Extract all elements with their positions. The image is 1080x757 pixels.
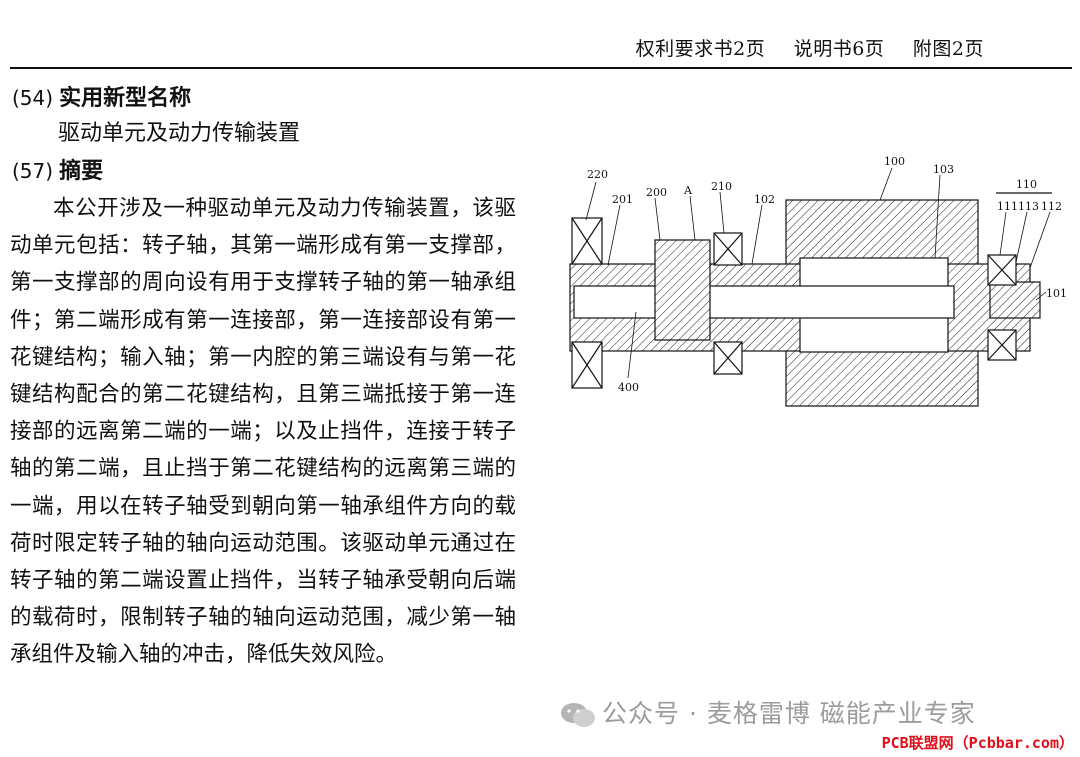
label-400: 400 [618, 381, 639, 394]
page-count-header: 权利要求书2页 说明书6页 附图2页 [614, 34, 984, 61]
abstract-text: 本公开涉及一种驱动单元及动力传输装置，该驱动单元包括：转子轴，其第一端形成有第一… [10, 196, 516, 668]
input-shaft [989, 281, 1041, 319]
title-section-heading: (54)实用新型名称 [12, 80, 191, 112]
description-page-count: 说明书6页 [793, 38, 885, 60]
header-rule [10, 67, 1072, 69]
label-113: 113 [1018, 200, 1039, 213]
drawings-page-count: 附图2页 [912, 38, 984, 60]
pcbbar-brand: PCB联盟网（Pcbbar.com） [881, 734, 1074, 752]
label-210: 210 [711, 180, 732, 193]
label-111: 111 [997, 200, 1018, 213]
figure-reference-labels: 220 201 200 A 210 102 100 103 110 111 11… [587, 155, 1067, 394]
spline-sleeve [654, 239, 711, 341]
label-101: 101 [1046, 287, 1067, 300]
label-A: A [683, 184, 693, 197]
label-220: 220 [587, 168, 608, 181]
label-102: 102 [754, 193, 775, 206]
abstract-section-label: 摘要 [59, 159, 104, 184]
claims-page-count: 权利要求书2页 [635, 38, 766, 60]
watermark-text: 公众号 · 麦格雷博 磁能产业专家 [602, 699, 976, 728]
label-110: 110 [1016, 178, 1037, 191]
label-112: 112 [1041, 200, 1062, 213]
title-section-label: 实用新型名称 [59, 86, 192, 111]
utility-model-title: 驱动单元及动力传输装置 [58, 121, 301, 146]
patent-drawing: 220 201 200 A 210 102 100 103 110 111 11… [569, 155, 1067, 407]
abstract-section-heading: (57)摘要 [12, 153, 103, 185]
label-201: 201 [612, 193, 633, 206]
label-103: 103 [933, 163, 954, 176]
wechat-icon [561, 703, 595, 727]
label-200: 200 [646, 186, 667, 199]
label-100: 100 [884, 155, 905, 168]
title-section-code: (54) [12, 86, 54, 110]
wechat-watermark: 公众号 · 麦格雷博 磁能产业专家 [560, 694, 976, 730]
abstract-section-code: (57) [12, 159, 54, 183]
shaft-bore [573, 285, 955, 319]
